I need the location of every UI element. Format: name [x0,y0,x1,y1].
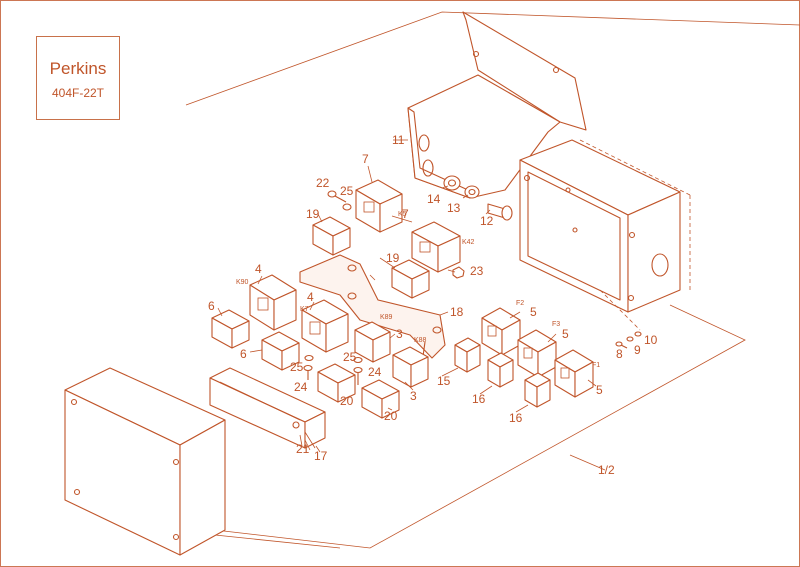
leader-lines [217,165,597,453]
washer-part-25-left [304,354,314,362]
callout-10: 10 [644,333,658,347]
callout-15: 15 [437,374,451,388]
relay-tag-k42: K42 [462,239,475,246]
callout-24-left: 24 [294,380,308,394]
callout-5-top: 5 [530,305,537,319]
callout-12: 12 [480,214,494,228]
fuse-part-16-upper [487,352,514,388]
nut-part-10 [634,331,642,337]
brand-label: Perkins [49,59,107,78]
callout-6-upper: 6 [208,299,215,313]
title-block: Perkins 404F-22T [36,36,120,120]
relay-part-19-mid [391,259,430,299]
fuse-part-15 [454,337,481,373]
callout-8: 8 [616,347,623,361]
washer-part-25-top [342,203,352,211]
callout-21: 21 [296,442,310,456]
relay-tag-k5: K5 [398,211,407,218]
callout-16-upper: 16 [472,392,486,406]
page-marker-leader [569,454,606,471]
relay-part-3-lower [392,346,429,388]
relay-part-3-upper [354,321,391,363]
relay-part-6-upper [211,309,250,349]
screw-part-22 [327,190,347,203]
callout-7-mid: 7 [402,207,409,221]
cover-box [64,367,226,556]
relay-part-20-right [361,379,400,419]
relay-tag-k7: K7 [300,306,309,313]
screw-part-24-right [353,366,363,385]
callout-20-right: 20 [384,409,398,423]
washer-part-13 [464,185,480,199]
fuse-tag-f1: F1 [592,362,600,369]
callout-19-mid: 19 [386,251,400,265]
assembly-outline-base [214,534,341,549]
relay-tag-k88: K88 [414,337,427,344]
relay-base-part-4-left [249,274,297,331]
callout-25-left: 25 [290,360,304,374]
callout-3-upper: 3 [396,327,403,341]
assembly-outline-lower [214,304,746,549]
callout-19-top: 19 [306,207,320,221]
fuse-holder-part-5-top [481,307,521,356]
callout-7-top: 7 [362,152,369,166]
nut-part-23 [452,266,465,279]
fuse-tag-f2: F2 [516,300,524,307]
callout-3-lower: 3 [410,389,417,403]
relay-base-part-7-top [355,179,403,233]
callout-5-bottom: 5 [596,383,603,397]
washer-part-25-right [353,356,363,364]
callout-11: 11 [392,133,405,147]
assembly-outline [185,11,800,106]
callout-17: 17 [314,449,328,463]
bolt-part-12 [487,203,513,221]
relay-tag-k89: K89 [380,314,393,321]
callout-16-lower: 16 [509,411,523,425]
washer-part-14 [443,175,461,191]
fuse-tag-f3: F3 [552,321,560,328]
relay-part-20-left [317,363,356,403]
callout-9: 9 [634,343,641,357]
fuse-holder-part-5-bottom [554,349,594,398]
callout-4-right: 4 [307,290,314,304]
relay-base-part-7-mid [411,221,461,273]
fuse-holder-part-5-mid [517,329,557,378]
callout-6-lower: 6 [240,347,247,361]
callout-14: 14 [427,192,441,206]
callout-25-right: 25 [343,350,357,364]
callout-23: 23 [470,264,484,278]
relay-base-part-4-right [301,299,349,353]
callout-18: 18 [450,305,464,319]
callout-25-top: 25 [340,184,354,198]
relay-part-6-lower [261,331,300,371]
screw-part-24-left [303,364,313,380]
enclosure-box [519,139,691,331]
model-label: 404F-22T [51,86,105,100]
page-marker: 1/2 [598,463,615,477]
callout-22: 22 [316,176,330,190]
washer-part-9 [626,336,634,342]
callout-24-right: 24 [368,365,382,379]
relay-part-19-top [312,216,351,256]
callout-5-mid: 5 [562,327,569,341]
connector-part-17 [209,367,326,449]
callout-20-left: 20 [340,394,354,408]
relay-tag-k90: K90 [236,279,249,286]
callout-13: 13 [447,201,461,215]
screw-part-8 [615,341,628,349]
fuse-part-16-lower [524,372,551,408]
callout-4-left: 4 [255,262,262,276]
